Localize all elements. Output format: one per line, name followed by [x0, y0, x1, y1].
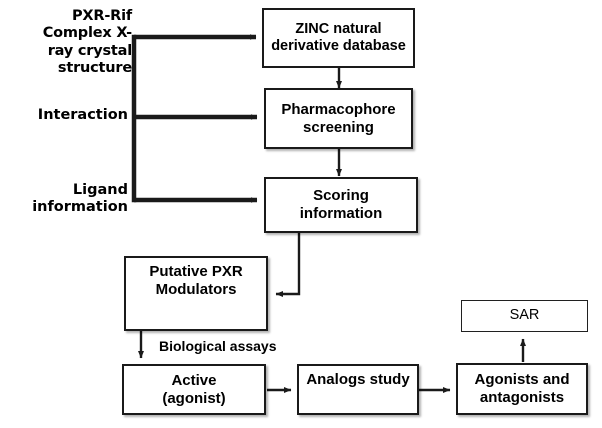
node-sar[interactable]: SAR	[461, 300, 588, 332]
input-label-source: PXR-Rif Complex X- ray crystal structure	[42, 8, 133, 77]
node-pharmacophore-screening[interactable]: Pharmacophore screening	[264, 88, 413, 149]
edge-label-biological-assays: Biological assays	[159, 338, 277, 354]
node-active-agonist[interactable]: Active (agonist)	[122, 364, 266, 415]
edge-scoring-to-modulators	[275, 233, 301, 297]
node-scoring-information[interactable]: Scoring information	[264, 177, 418, 233]
input-label-ligand: Ligand information	[32, 182, 128, 216]
node-analogs-study[interactable]: Analogs study	[297, 364, 419, 415]
input-label-interaction: Interaction	[37, 107, 128, 123]
node-putative-pxr-modulators[interactable]: Putative PXR Modulators	[124, 256, 268, 331]
node-zinc-database[interactable]: ZINC natural derivative database	[262, 8, 415, 68]
node-agonists-antagonists[interactable]: Agonists and antagonists	[456, 363, 588, 415]
